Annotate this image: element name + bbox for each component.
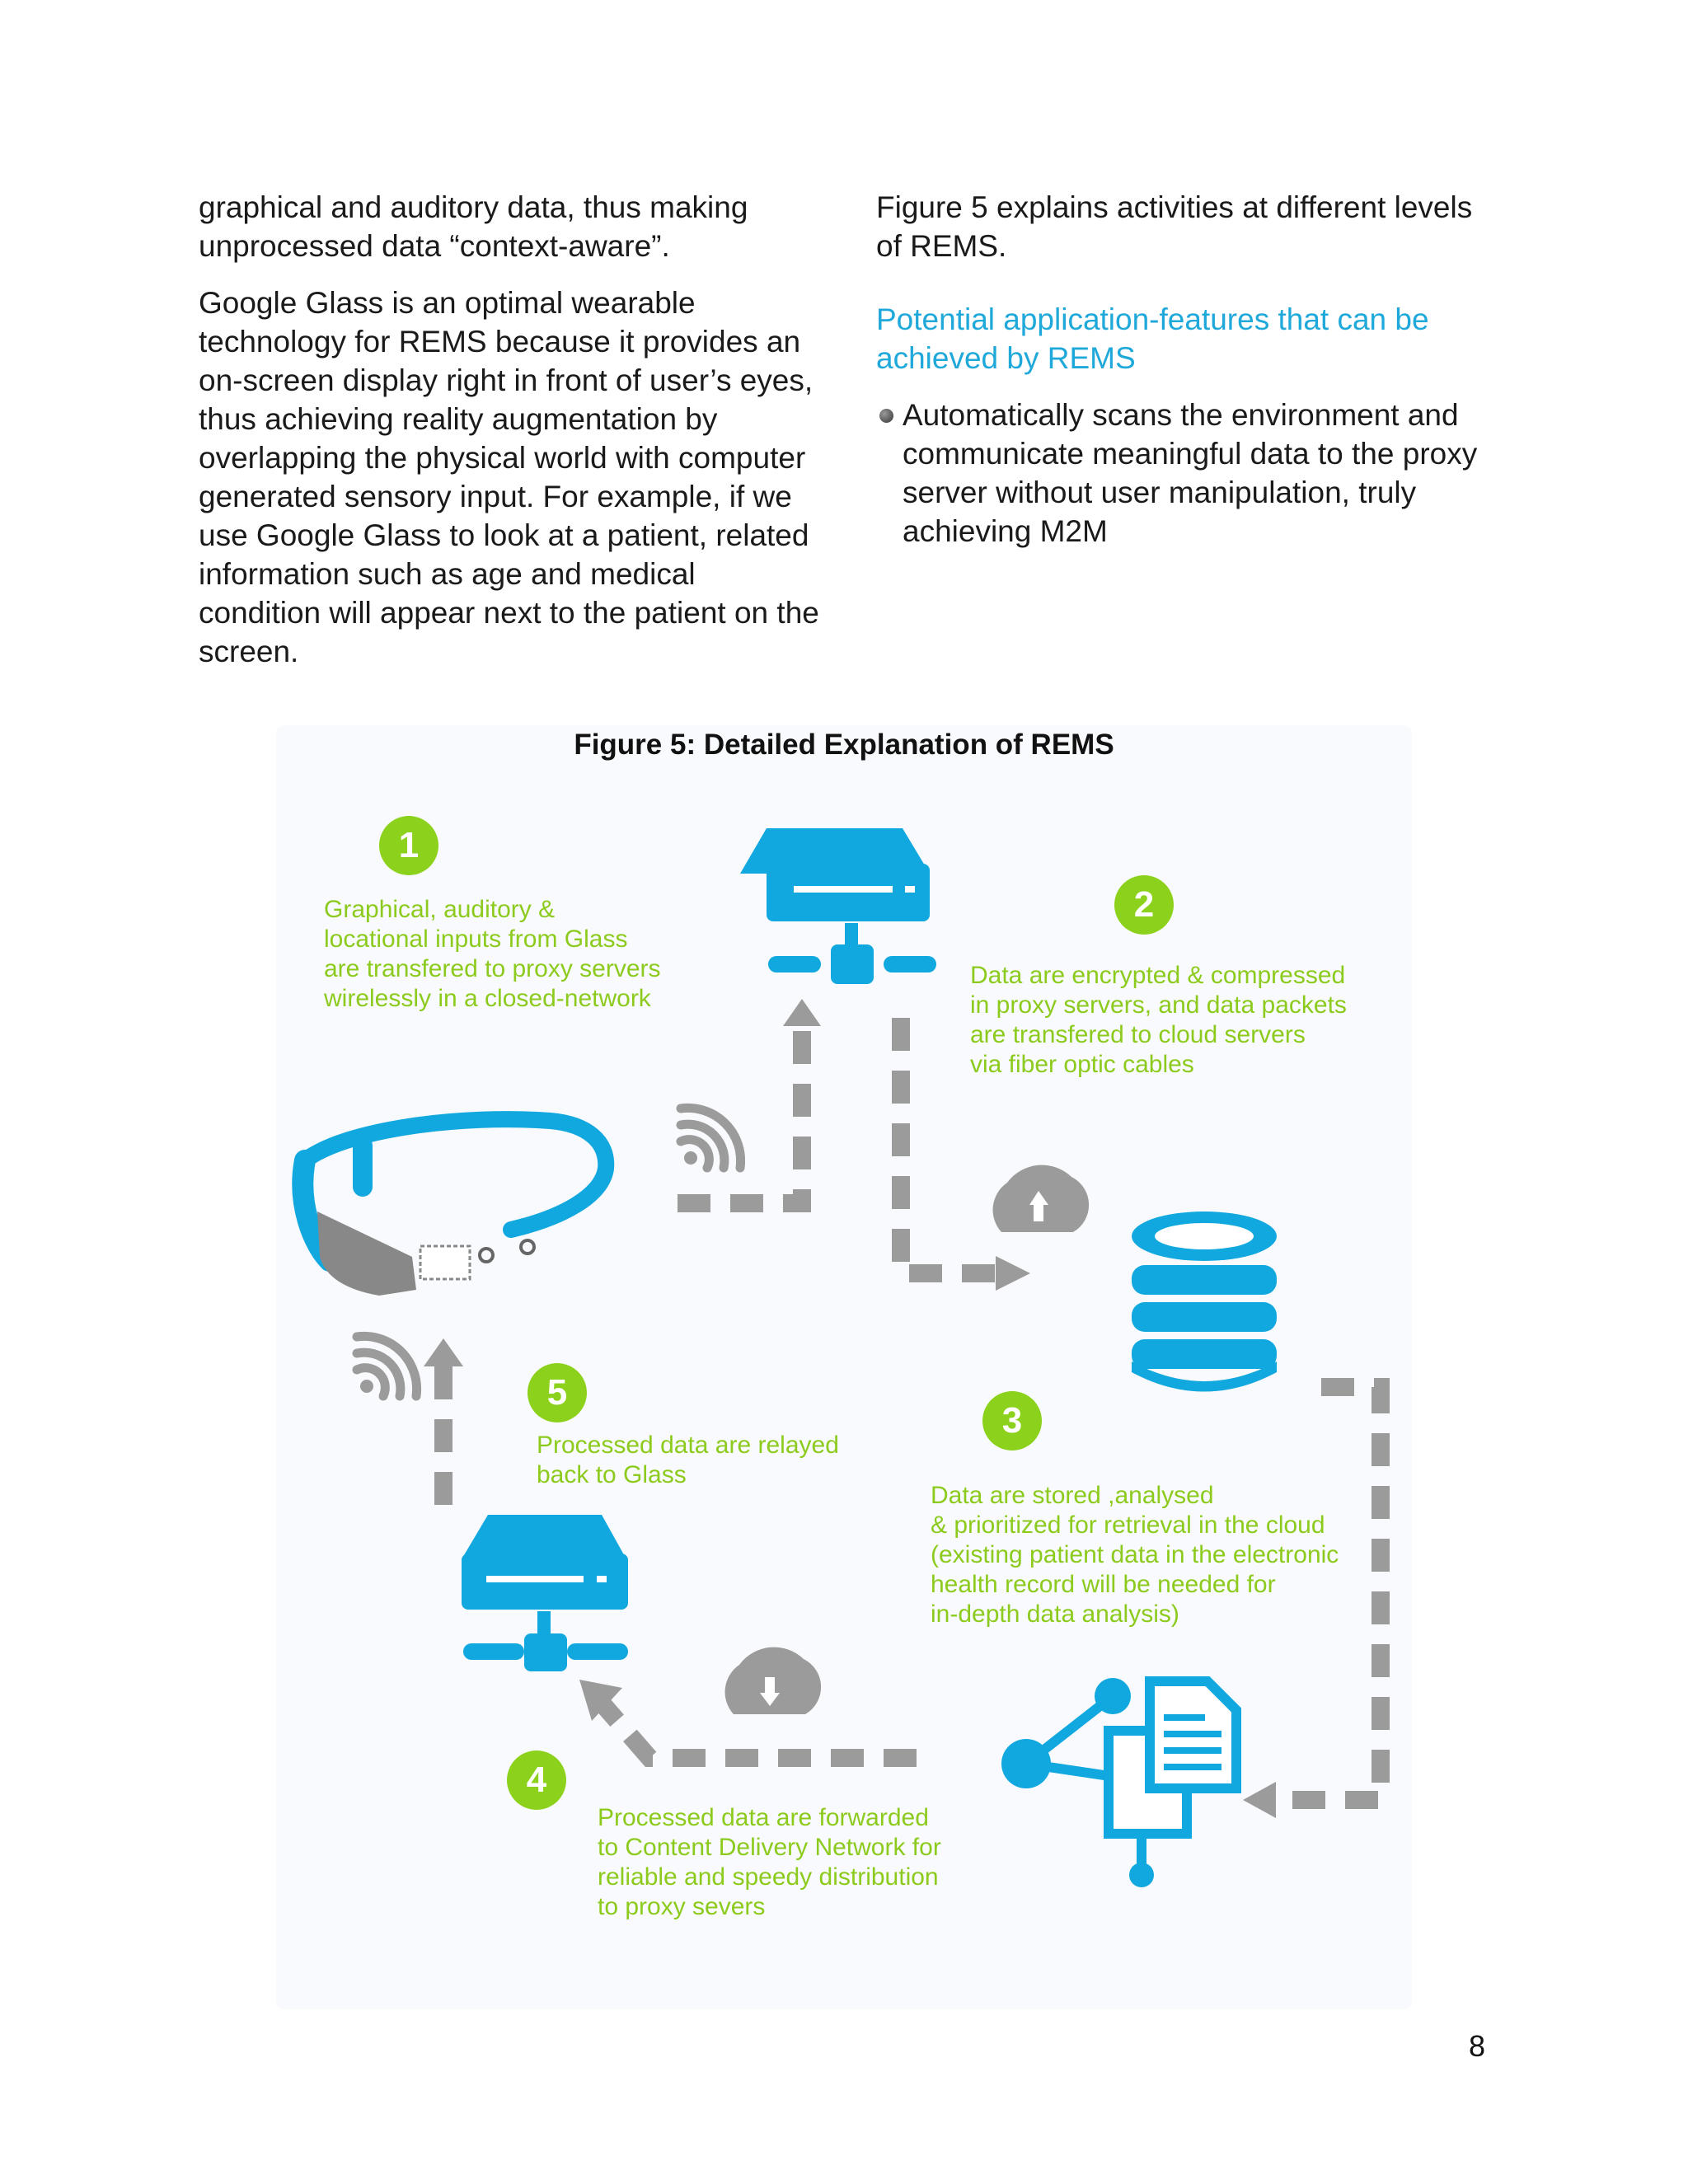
cloud-upload-icon: [993, 1165, 1090, 1232]
step-number-1: 1: [379, 816, 438, 875]
step-text-2: Data are encrypted & compressed in proxy…: [970, 961, 1347, 1080]
figure-title: Figure 5: Detailed Explanation of REMS: [0, 725, 1688, 765]
proxy-server-icon: [740, 828, 936, 984]
wifi-icon: [357, 1336, 417, 1396]
share-documents-icon: [1001, 1678, 1236, 1887]
step-text-4: Processed data are forwarded to Content …: [598, 1803, 941, 1922]
wifi-icon: [681, 1108, 741, 1168]
database-icon: [1132, 1212, 1277, 1392]
step-number-4: 4: [507, 1750, 566, 1810]
proxy-server-icon: [462, 1515, 628, 1671]
arrowhead-left-1: [1243, 1782, 1276, 1818]
cloud-download-icon: [725, 1647, 822, 1714]
arrowhead-right-1: [996, 1256, 1030, 1291]
arrowhead-up-2: [424, 1338, 463, 1366]
step-text-1: Graphical, auditory & locational inputs …: [324, 895, 661, 1014]
arrowhead-up-1: [783, 999, 821, 1026]
step-number-3: 3: [982, 1391, 1042, 1451]
step-number-2: 2: [1114, 875, 1174, 935]
google-glass-icon: [302, 1119, 606, 1296]
step-number-5: 5: [528, 1363, 587, 1422]
step-text-5: Processed data are relayed back to Glass: [537, 1431, 839, 1490]
page-number: 8: [1469, 2029, 1485, 2064]
step-text-3: Data are stored ,analysed & prioritized …: [931, 1481, 1339, 1629]
